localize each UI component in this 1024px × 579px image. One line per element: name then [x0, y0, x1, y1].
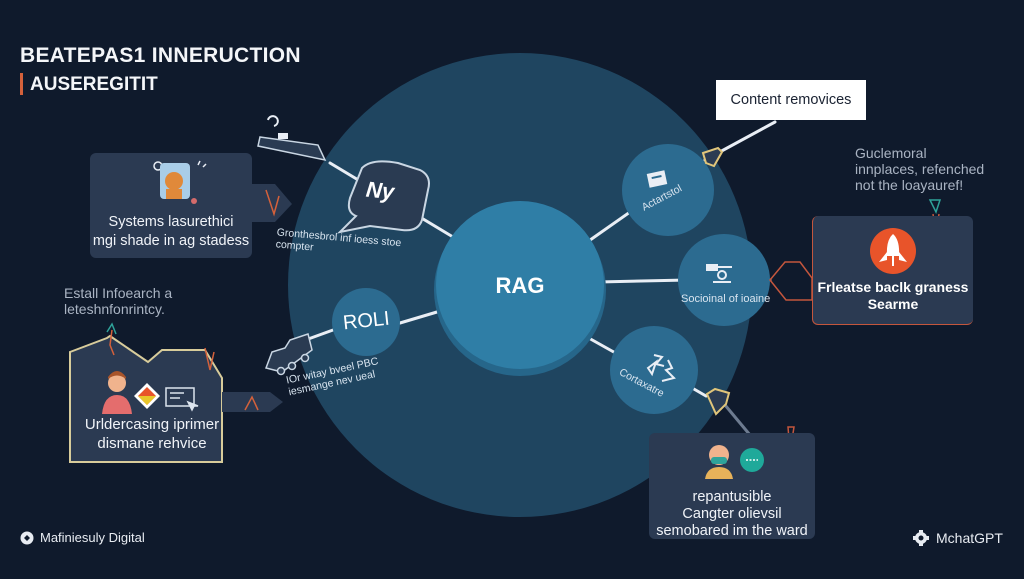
person-icon: [102, 371, 132, 414]
connector-secional: [596, 278, 690, 284]
note-right-line2: innplaces, refenched: [855, 161, 985, 177]
document-icon: [646, 170, 668, 188]
card-understanding-line1: Urldercasing iprimer: [84, 416, 220, 433]
footer-brand-left: Mafiniesuly Digital: [20, 530, 145, 545]
card-understanding-line2: dismane rehvice: [97, 435, 207, 452]
note-left-line1: Estall Infoearch a: [64, 285, 173, 301]
node-ny: [336, 160, 430, 234]
card-repantusible-line2: Cangter olievsil: [682, 506, 782, 522]
note-left-line2: leteshnfonrintcy.: [64, 301, 165, 317]
note-left: Estall Infoearch a leteshnfonrintcy.: [64, 285, 172, 317]
gear-logo-icon: [913, 530, 929, 546]
node-ny-label: Ny: [364, 176, 396, 205]
card-repantusible-line3: semobared im the ward: [656, 523, 808, 539]
support-agent-icon: [153, 160, 207, 204]
satellite-icon: [257, 115, 327, 162]
lightning-icon: [646, 354, 676, 382]
card-systems-line2: mgi shade in ag stadess: [92, 233, 250, 249]
card-release-line2: Searme: [867, 296, 919, 312]
node-actartstol: [622, 144, 714, 236]
diagram-subtitle: AUSEREGITIT: [30, 74, 158, 95]
card-release-line1: Frleatse baclk graness: [817, 279, 969, 295]
content-callout: Content removices: [716, 80, 866, 120]
junction-shield-icon: [701, 146, 724, 168]
card-arrow: [222, 392, 283, 412]
audio-wave-icon: [740, 448, 764, 472]
node-roli-label: ROLI: [341, 307, 391, 335]
card-release[interactable]: Frleatse baclk graness Searme: [812, 216, 973, 325]
card-repantusible-line1: repantusible: [692, 489, 772, 505]
diagram-title: BEATEPAS1 INNERUCTION: [20, 44, 301, 67]
node-secional-label: Socioinal of ioaine: [681, 293, 771, 305]
note-right-line1: Guclemoral: [855, 145, 927, 161]
card-systems[interactable]: Systems lasurethici mgi shade in ag stad…: [90, 153, 252, 258]
node-secional: [678, 234, 770, 326]
footer-left-text: Mafiniesuly Digital: [40, 530, 145, 545]
brand-logo-icon: [20, 531, 34, 544]
rocket-icon: [870, 228, 916, 274]
truck-icon: [265, 333, 313, 376]
card-systems-line1: Systems lasurethici: [108, 214, 234, 230]
browser-click-icon: [165, 387, 199, 412]
junction-shield-icon: [705, 387, 731, 416]
card-release-connector: [769, 261, 813, 301]
card-arrow: [252, 184, 292, 222]
node-roli: [332, 288, 400, 356]
hub-circle: [436, 201, 604, 369]
card-understanding[interactable]: Urldercasing iprimer dismane rehvice: [72, 415, 232, 453]
footer-brand-right: MchatGPT: [912, 530, 1003, 546]
card-repantusible[interactable]: repantusible Cangter olievsil semobared …: [649, 433, 815, 539]
footer-right-text: MchatGPT: [936, 530, 1003, 546]
diamond-icon: [134, 383, 160, 409]
title-accent-bar: [20, 73, 23, 95]
note-right-line3: not the loayauref!: [855, 177, 964, 193]
note-right: Guclemoral innplaces, refenched not the …: [855, 145, 984, 193]
hub-label: RAG: [495, 273, 545, 298]
machine-icon: [706, 264, 732, 283]
masked-person-icon: [705, 445, 764, 479]
